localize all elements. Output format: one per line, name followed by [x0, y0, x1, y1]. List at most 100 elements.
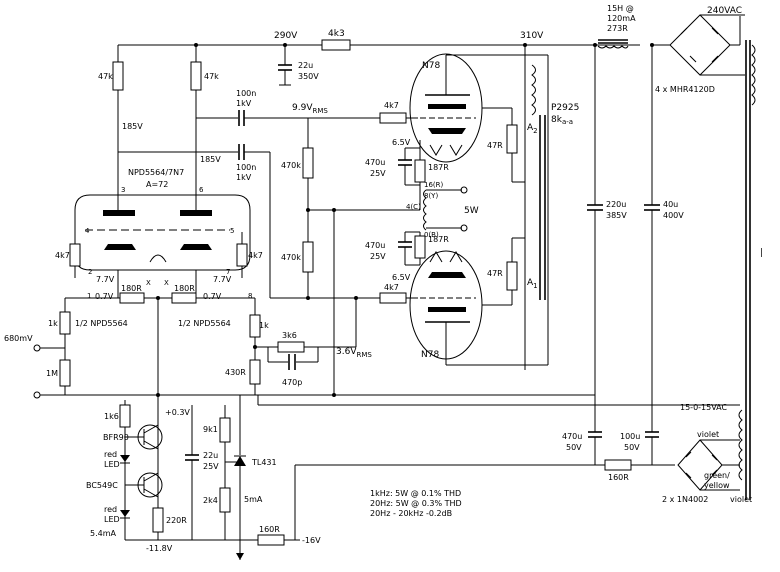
- label-100u: 100u: [620, 432, 640, 441]
- label-100n-a: 100n: [236, 89, 256, 98]
- label-4k7-r: 4k7: [248, 251, 263, 260]
- led-1: [120, 437, 130, 485]
- choke: [597, 39, 629, 49]
- resistor-3k6: [277, 341, 305, 353]
- label-15-0-15vac: 15-0-15VAC: [680, 403, 728, 412]
- resistor-470k-a: [302, 147, 314, 179]
- label-8k: 8ka-a: [551, 115, 573, 126]
- resistor-4k7-bot: [379, 292, 407, 304]
- label-3-6v: 3.6VRMS: [336, 347, 372, 359]
- transistor-bc549c: [125, 472, 163, 498]
- spec-line-1: 1kHz: 5W @ 0.1% THD: [370, 489, 461, 498]
- label-385v: 385V: [606, 211, 627, 220]
- pin-6: 6: [199, 186, 204, 194]
- label-tap16: 16(R): [424, 181, 444, 189]
- cap-100n-b: [238, 144, 245, 160]
- label-120ma: 120mA: [607, 14, 636, 23]
- label-40u: 40u: [663, 200, 678, 209]
- resistor-160r-b: [604, 459, 632, 471]
- label-430r: 430R: [225, 368, 246, 377]
- output-tube-bottom: [409, 250, 483, 360]
- label-680mv: 680mV: [4, 334, 33, 343]
- pin-2: 2: [88, 268, 92, 276]
- label-7-7v-a: 7.7V: [96, 275, 115, 284]
- resistor-4k7-top: [379, 112, 407, 124]
- label-1m: 1M: [46, 369, 58, 378]
- label-led2b: LED: [104, 515, 120, 524]
- cap-470u-top: [398, 148, 412, 185]
- label-a1: A1: [527, 278, 538, 290]
- label-tap4: 4(C): [406, 203, 421, 211]
- spec-line-3: 20Hz - 20kHz -0.2dB: [370, 509, 452, 518]
- ground-terminal: [33, 391, 41, 399]
- label-185v-b: 185V: [200, 155, 221, 164]
- resistor-4k7-right: [236, 243, 248, 267]
- label-5w: 5W: [464, 206, 479, 216]
- spec-line-2: 20Hz: 5W @ 0.3% THD: [370, 499, 462, 508]
- label-400v: 400V: [663, 211, 684, 220]
- label-5ma: 5mA: [244, 495, 263, 504]
- pin-8: 8: [248, 292, 252, 300]
- resistor-1k6: [119, 404, 131, 428]
- input-terminal: [33, 344, 41, 352]
- label-6-5v-a: 6.5V: [392, 138, 411, 147]
- label-0-3v: +0.3V: [165, 408, 190, 417]
- label-180r-a: 180R: [121, 284, 142, 293]
- label-tl431: TL431: [251, 458, 277, 467]
- transistor-bfr90: [125, 424, 163, 450]
- label-n78-bot: N78: [421, 350, 439, 360]
- label-green: green/: [704, 471, 730, 480]
- label-350v: 350V: [298, 72, 319, 81]
- label-47k-a: 47k: [98, 72, 113, 81]
- label-1kv-a: 1kV: [236, 99, 252, 108]
- label-tap8: 8(Y): [424, 192, 438, 200]
- label-3k6: 3k6: [282, 331, 297, 340]
- resistor-180r-a: [119, 292, 145, 304]
- resistor-1k-left: [59, 311, 71, 335]
- driver-tube: [74, 194, 251, 271]
- label-yellow: yellow: [704, 481, 730, 490]
- resistor-470k-b: [302, 241, 314, 273]
- label-160r-b: 160R: [608, 473, 629, 482]
- resistor-4k7-left: [69, 243, 81, 267]
- label-6-5v-b: 6.5V: [392, 273, 411, 282]
- label-22u: 22u: [298, 61, 313, 70]
- label-240vac: 240VAC: [707, 6, 742, 16]
- label-4k7-l: 4k7: [55, 251, 70, 260]
- label-minus-11-8v: -11.8V: [146, 544, 173, 553]
- pin-5: 5: [230, 227, 234, 235]
- label-187r-a: 187R: [428, 163, 449, 172]
- label-25v-a: 25V: [370, 169, 386, 178]
- resistor-187r-bot: [414, 235, 426, 259]
- label-50v-b: 50V: [624, 443, 640, 452]
- resistor-2k4: [219, 487, 231, 513]
- label-n78-top: N78: [422, 61, 440, 71]
- label-25v-b: 25V: [370, 252, 386, 261]
- resistor-1m: [59, 359, 71, 387]
- label-9k1: 9k1: [203, 425, 218, 434]
- pin-7: 7: [226, 268, 230, 276]
- label-half-a: 1/2 NPD5564: [75, 319, 128, 328]
- cap-100u-50v: [645, 405, 659, 465]
- pin-1: 1: [87, 292, 91, 300]
- resistor-4k3: [321, 39, 351, 51]
- label-310v: 310V: [520, 31, 544, 41]
- label-4k3: 4k3: [328, 29, 345, 39]
- label-185v-a: 185V: [122, 122, 143, 131]
- label-50v-a: 50V: [566, 443, 582, 452]
- label-7-7v-b: 7.7V: [213, 275, 232, 284]
- label-220u: 220u: [606, 200, 626, 209]
- label-9-9v: 9.9VRMS: [292, 103, 328, 115]
- cap-470u-50v: [588, 405, 602, 465]
- label-160r-a: 160R: [259, 525, 280, 534]
- cap-22u-25v: [185, 405, 199, 540]
- label-47k-b: 47k: [204, 72, 219, 81]
- label-led1: red: [104, 450, 117, 459]
- label-1k6: 1k6: [104, 412, 119, 421]
- pin-x-b: X: [164, 279, 169, 287]
- resistor-160r-a: [257, 534, 285, 546]
- label-bridge: 4 x MHR4120D: [655, 85, 715, 94]
- label-180r-b: 180R: [174, 284, 195, 293]
- pin-4: 4: [85, 227, 90, 235]
